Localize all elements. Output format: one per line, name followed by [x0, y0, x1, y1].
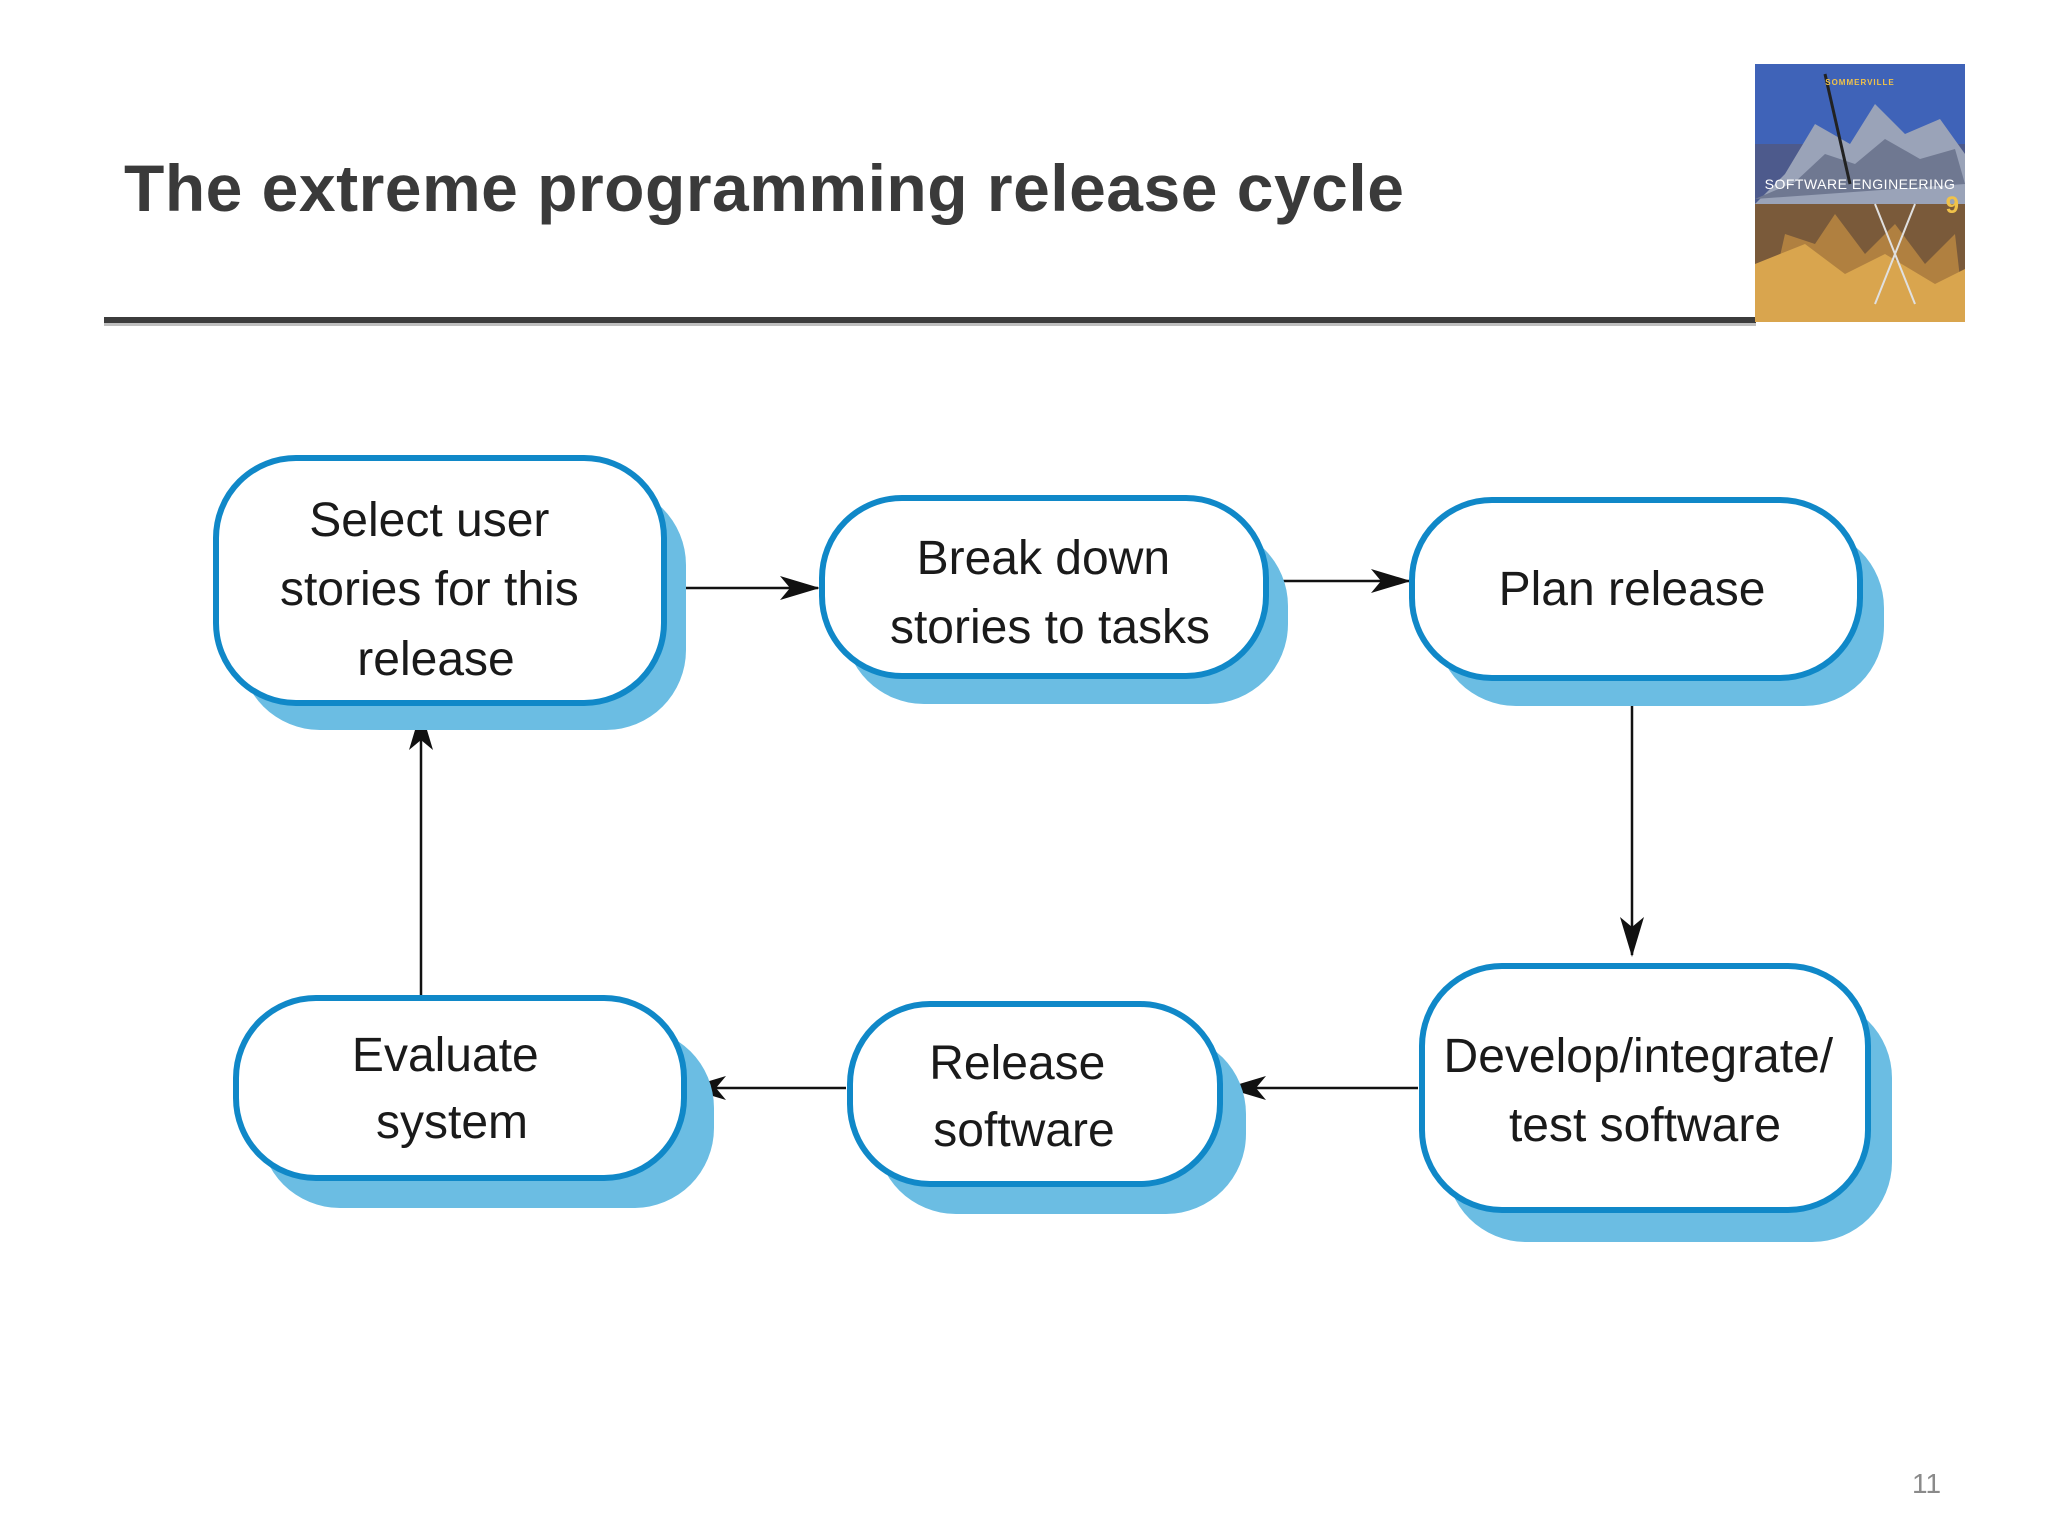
node-plan-release: Plan release [1409, 497, 1884, 706]
node-label-line: Evaluate [352, 1029, 539, 1082]
node-evaluate-system: Evaluate system [233, 995, 714, 1208]
page-number: 11 [1912, 1468, 1942, 1499]
book-author: SOMMERVILLE [1825, 78, 1895, 87]
node-box [1409, 497, 1863, 681]
node-select-user-stories: Select user stories for this release [213, 455, 686, 730]
slide-title: The extreme programming release cycle [124, 151, 1405, 225]
node-label-line: system [376, 1096, 528, 1149]
node-develop-integrate-test: Develop/integrate/ test software [1419, 963, 1892, 1242]
title-divider [104, 317, 1756, 323]
node-box [847, 1001, 1223, 1187]
node-label-line: Break down [917, 532, 1170, 585]
node-label-line: software [933, 1104, 1114, 1157]
svg-text:Plan release: Plan release [1499, 563, 1766, 616]
book-title: SOFTWARE ENGINEERING [1764, 176, 1956, 192]
node-label-line: release [357, 633, 514, 686]
svg-text:Evaluate system: Evaluate system [352, 1029, 552, 1149]
node-label-line: test software [1509, 1099, 1781, 1152]
node-box [1419, 963, 1871, 1213]
node-label-line: stories to tasks [890, 601, 1210, 654]
book-edition: 9 [1945, 192, 1959, 219]
svg-text:Break down stories to ta: Break down stories to tasks [890, 532, 1210, 654]
book-cover-image: SOMMERVILLE SOFTWARE ENGINEERING 9 [1755, 64, 1965, 322]
node-label-line: Plan release [1499, 563, 1766, 616]
book-cover-art [1755, 64, 1965, 322]
node-break-down-stories: Break down stories to tasks [819, 495, 1288, 704]
node-release-software: Release software [847, 1001, 1246, 1214]
svg-text:Select user stories for: Select user stories for this release [280, 494, 592, 686]
node-box [233, 995, 687, 1181]
node-label-line: Select user [309, 494, 549, 547]
svg-text:Release software: Release software [929, 1037, 1118, 1157]
node-label-line: Release [929, 1037, 1105, 1090]
title-divider-shadow [104, 323, 1756, 326]
node-label-line: Develop/integrate/ [1444, 1030, 1834, 1083]
node-label-line: stories for this [280, 563, 579, 616]
diagram-edges [409, 569, 1644, 1100]
node-box [213, 455, 667, 706]
node-box [819, 495, 1269, 679]
svg-text:Develop/integrate/ test: Develop/integrate/ test software [1444, 1030, 1847, 1152]
